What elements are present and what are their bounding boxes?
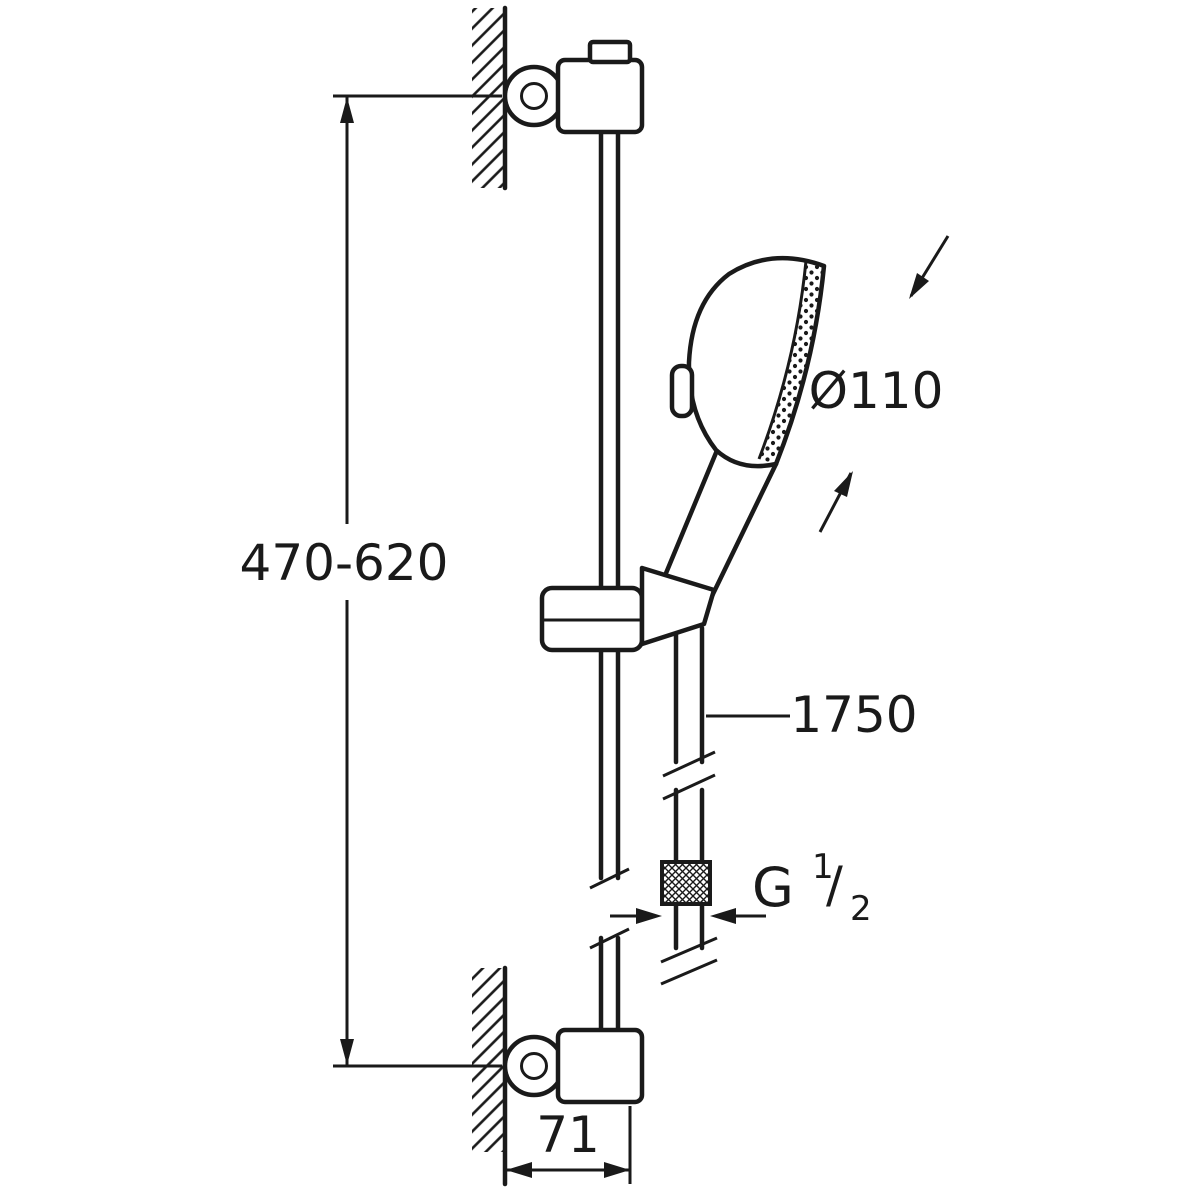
rail-bracket-top — [555, 57, 645, 135]
wall-mount-top — [502, 39, 645, 135]
shower-hose — [660, 625, 718, 986]
wall-section-bottom — [472, 965, 508, 1187]
arrow-down-icon — [340, 1039, 354, 1065]
dim-label-hose-length: 1750 — [790, 686, 917, 744]
arrow-left-icon — [710, 908, 736, 924]
hose-end-break-tick-2 — [660, 958, 718, 986]
arrow-right-icon — [636, 908, 662, 924]
dim-label-thread-numerator: 1 — [812, 847, 834, 887]
spray-mode-button — [669, 363, 695, 419]
wall-flange-top — [502, 64, 566, 128]
handle-left-edge — [661, 445, 721, 581]
dimension-wall-offset: 71 — [506, 1106, 632, 1184]
arrow-right-icon — [604, 1162, 630, 1178]
wall-flange-top-inner — [520, 82, 548, 110]
hose-break-tick-1 — [662, 750, 716, 778]
wall-hatching-bottom — [472, 968, 505, 1152]
dimension-head-diameter: Ø110 — [809, 235, 950, 533]
arrow-up-icon — [340, 97, 354, 123]
spray-face-rim-line — [757, 260, 808, 460]
dimension-rail-height: 470-620 — [240, 94, 502, 1068]
wall-flange-bottom-inner — [520, 1052, 548, 1080]
wall-hatching-top — [472, 8, 505, 188]
rail-break-tick-upper — [589, 867, 630, 890]
dimension-hose-length: 1750 — [706, 686, 918, 744]
dim-label-thread-slash: / — [826, 856, 843, 914]
arrow-left-icon — [506, 1162, 532, 1178]
shower-rail — [589, 127, 630, 1037]
wall-mount-bottom — [502, 1027, 645, 1105]
handle-right-edge — [709, 461, 779, 599]
glide-holder — [539, 565, 717, 653]
rail-bracket-bottom — [555, 1027, 645, 1105]
dim-label-wall-offset: 71 — [536, 1106, 600, 1164]
dim-label-head-diameter: Ø110 — [809, 362, 944, 420]
wall-section-top — [472, 5, 508, 191]
dim-label-thread-g: G — [752, 856, 794, 919]
dimension-thread-size: G 1 / 2 — [610, 847, 872, 929]
wall-flange-bottom — [502, 1034, 566, 1098]
arrow-up-right-icon — [834, 471, 853, 497]
holder-handle-cup — [639, 565, 717, 647]
rail-break-tick-lower — [589, 927, 630, 950]
hand-shower — [661, 255, 827, 599]
dim-label-thread-denominator: 2 — [850, 889, 872, 929]
hose-break-tick-2 — [662, 773, 716, 801]
hose-connector-nut — [660, 860, 712, 906]
dim-label-rail-height: 470-620 — [240, 534, 449, 592]
hose-end-break-tick-1 — [660, 936, 718, 964]
rail-end-cap — [587, 39, 633, 65]
arrow-down-left-icon — [909, 273, 929, 299]
